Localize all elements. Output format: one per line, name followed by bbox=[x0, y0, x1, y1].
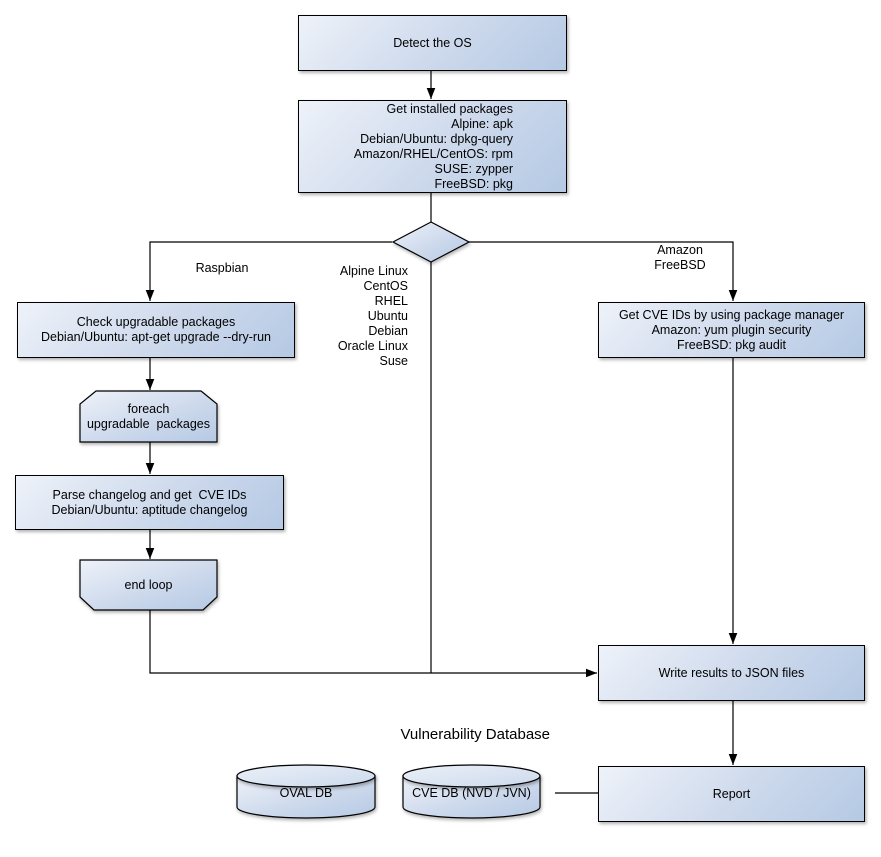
vulnerability-database-title: Vulnerability Database bbox=[400, 726, 550, 743]
edge-decision-to-check-upgradable bbox=[145, 241, 392, 301]
report-label: Report bbox=[712, 786, 751, 801]
edge-decision-to-get-cve bbox=[468, 241, 738, 301]
get-cve-ids-label: Get CVE IDs by using package manager Ama… bbox=[618, 307, 845, 352]
get-installed-packages-node: Get installed packages Alpine: apk Debia… bbox=[298, 100, 567, 193]
oval-db-label: OVAL DB bbox=[279, 785, 333, 800]
get-cve-ids-node: Get CVE IDs by using package manager Ama… bbox=[598, 302, 865, 358]
os-decision-diamond bbox=[391, 221, 471, 263]
cve-db-cylinder bbox=[402, 764, 541, 819]
edge-label-amazon-freebsd: Amazon FreeBSD bbox=[654, 243, 706, 272]
get-installed-packages-label: Get installed packages Alpine: apk Debia… bbox=[353, 101, 513, 191]
cve-db-label: CVE DB (NVD / JVN) bbox=[412, 785, 531, 800]
edge-endloop-to-write-results bbox=[149, 610, 597, 678]
check-upgradable-label: Check upgradable packages Debian/Ubuntu:… bbox=[41, 315, 271, 344]
parse-changelog-label: Parse changelog and get CVE IDs Debian/U… bbox=[51, 487, 248, 517]
write-results-label: Write results to JSON files bbox=[658, 665, 805, 680]
oval-db-cylinder bbox=[236, 764, 376, 819]
end-loop-shape bbox=[79, 559, 218, 611]
detect-os-node: Detect the OS bbox=[298, 15, 567, 71]
check-upgradable-node: Check upgradable packages Debian/Ubuntu:… bbox=[17, 302, 295, 358]
foreach-loop-label: foreach upgradable packages bbox=[86, 401, 210, 431]
edge-label-raspbian: Raspbian bbox=[195, 261, 249, 275]
end-loop-label: end loop bbox=[124, 577, 173, 592]
edge-label-os-list: Alpine Linux CentOS RHEL Ubuntu Debian O… bbox=[337, 264, 408, 368]
report-node: Report bbox=[598, 766, 865, 822]
detect-os-label: Detect the OS bbox=[393, 35, 472, 50]
foreach-loop-shape bbox=[79, 390, 218, 443]
parse-changelog-node: Parse changelog and get CVE IDs Debian/U… bbox=[15, 475, 284, 530]
write-results-node: Write results to JSON files bbox=[598, 645, 865, 701]
